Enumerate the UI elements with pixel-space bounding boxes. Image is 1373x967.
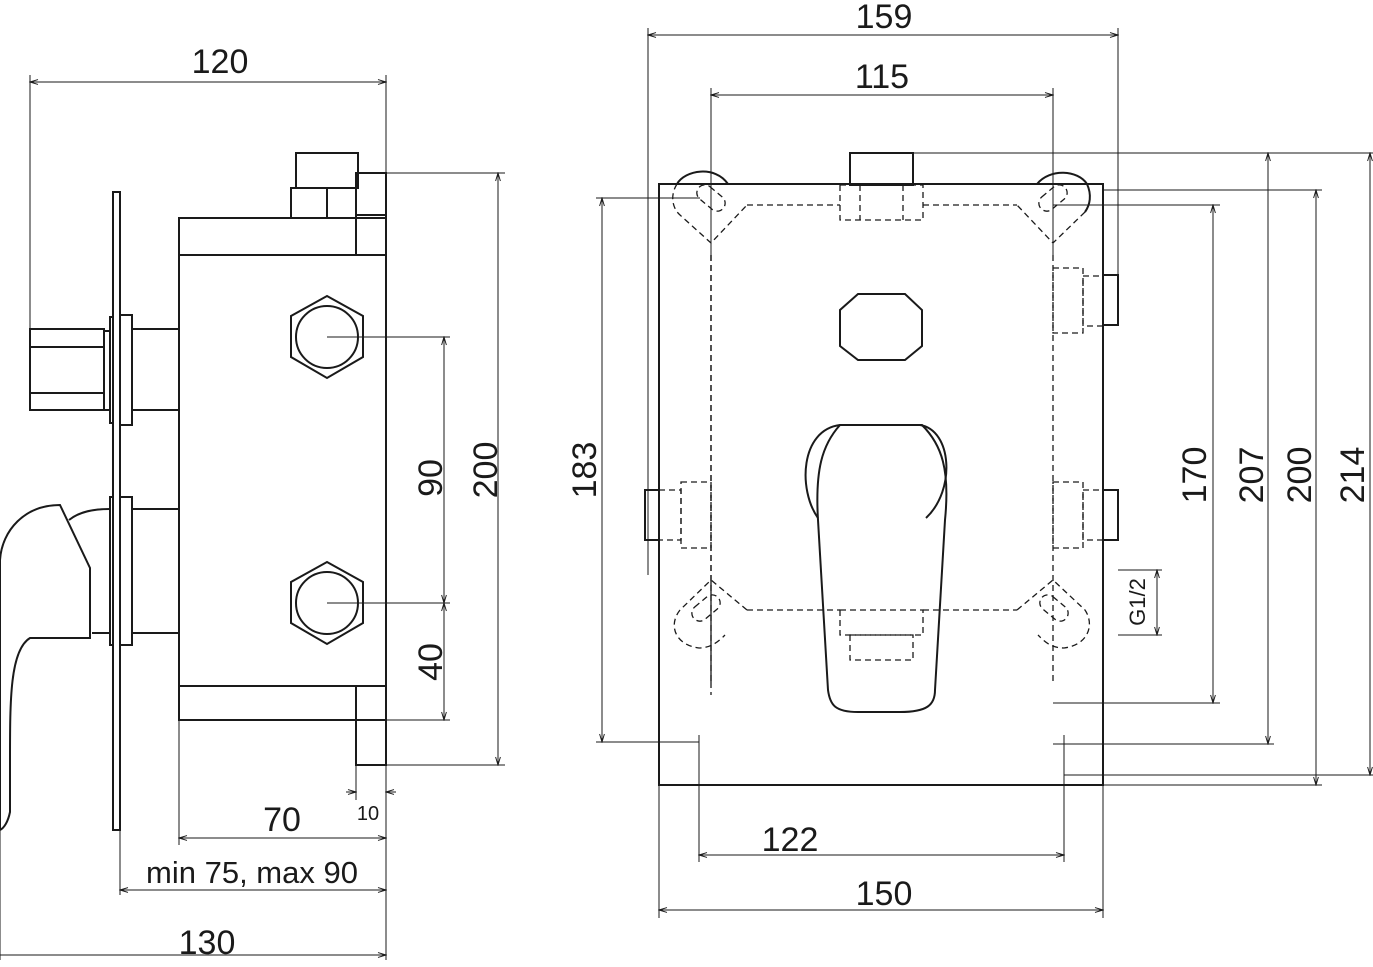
mount-lug-br (1016, 579, 1090, 649)
thread-label: G1/2 (1125, 578, 1150, 626)
front-view: 159 115 122 150 183 170 207 200 214 G1/2 (566, 0, 1373, 918)
dim-183: 183 (566, 442, 604, 499)
hex-nut-lower (290, 560, 364, 646)
dim-170: 170 (1176, 447, 1214, 504)
dim-70: 70 (263, 801, 301, 839)
dim-159: 159 (856, 0, 913, 36)
side-connector-right-upper (1102, 274, 1119, 326)
dim-200-side: 200 (467, 442, 505, 499)
lever-handle-front (804, 424, 948, 713)
top-connector (295, 152, 359, 189)
dim-130: 130 (179, 924, 236, 962)
box-outline (658, 183, 1104, 786)
hex-nut-upper (290, 294, 364, 380)
dim-200-front: 200 (1281, 447, 1319, 504)
top-connector-front (849, 152, 914, 186)
side-view: 120 200 90 40 70 10 min 75, max 90 130 (0, 43, 505, 962)
side-connector-right-lower (1102, 489, 1119, 541)
diverter-knob-front (839, 293, 923, 361)
mount-lug-tr (1016, 171, 1091, 244)
valve-body (178, 217, 387, 721)
mount-lug-bl (673, 579, 748, 649)
dim-120: 120 (192, 43, 249, 81)
dim-122: 122 (762, 821, 819, 859)
dim-115: 115 (855, 58, 909, 96)
cover-plate (112, 191, 121, 831)
side-connector-left (644, 489, 660, 541)
lever-handle (0, 503, 91, 832)
dim-40: 40 (412, 643, 450, 681)
dim-150: 150 (856, 875, 913, 913)
dim-214: 214 (1334, 447, 1372, 504)
diverter-knob (29, 328, 105, 411)
mount-lug-tl (672, 170, 748, 244)
dim-90: 90 (412, 459, 450, 497)
dim-207: 207 (1233, 447, 1271, 504)
dim-10: 10 (357, 803, 379, 825)
dim-install-depth: min 75, max 90 (146, 855, 358, 890)
